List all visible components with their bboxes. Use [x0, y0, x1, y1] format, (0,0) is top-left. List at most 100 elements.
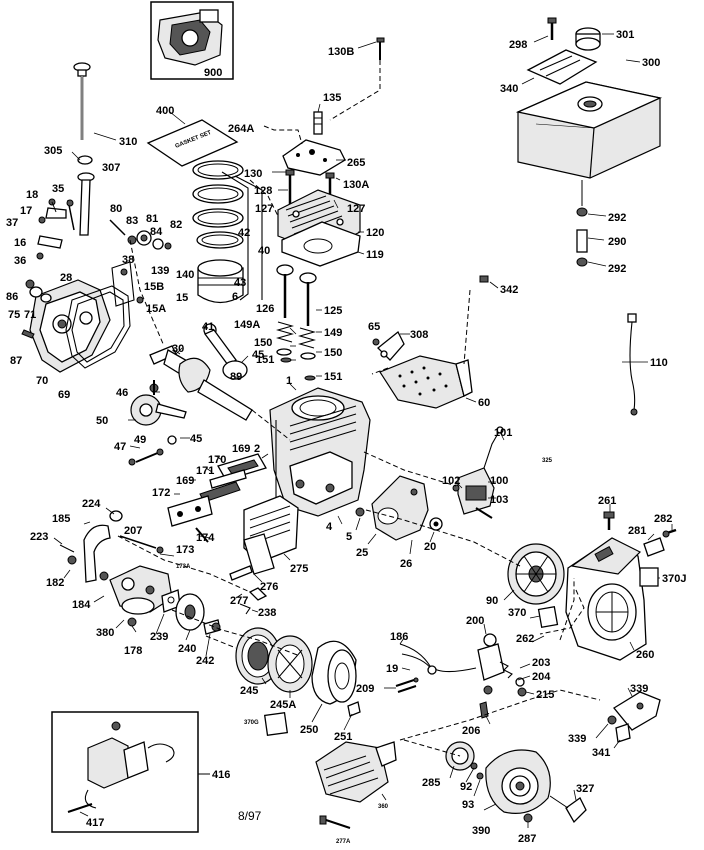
- connecting-rod-45: [203, 323, 248, 380]
- fuel-fitting-281-282: [643, 528, 677, 557]
- assembly-guide-lines: [117, 125, 601, 757]
- label-25: 25: [356, 547, 368, 559]
- label-87: 87: [10, 355, 22, 367]
- label-36: 36: [14, 255, 26, 267]
- governor-linkage: [36, 198, 75, 260]
- bolt-130B: [329, 37, 385, 121]
- label-370J: 370J: [662, 573, 686, 585]
- cylinder-block-1: [269, 387, 371, 517]
- label-92: 92: [460, 781, 472, 793]
- gasket-239-240: [161, 589, 205, 631]
- label-46: 46: [116, 387, 128, 399]
- label-149A: 149A: [234, 319, 260, 331]
- label-204: 204: [532, 671, 551, 683]
- label-35: 35: [52, 183, 64, 195]
- label-209: 209: [356, 683, 374, 695]
- label-40: 40: [258, 245, 270, 257]
- label-292-lower: 292: [608, 263, 626, 275]
- breather-135: [313, 103, 323, 135]
- label-174: 174: [196, 532, 215, 544]
- label-277: 277: [230, 595, 248, 607]
- valve-springs-149-150-151: [275, 321, 317, 381]
- label-41: 41: [202, 321, 214, 333]
- label-16: 16: [14, 237, 26, 249]
- label-240: 240: [178, 643, 196, 655]
- label-100: 100: [490, 475, 508, 487]
- seal-20: [429, 517, 443, 531]
- label-1: 1: [286, 375, 292, 387]
- label-340: 340: [500, 83, 518, 95]
- label-15B: 15B: [144, 281, 164, 293]
- camshaft-gear-50: [130, 380, 187, 426]
- label-285: 285: [422, 777, 440, 789]
- stud-242: [203, 619, 221, 635]
- label-325: 325: [542, 458, 553, 464]
- label-250: 250: [300, 724, 318, 736]
- label-2: 2: [254, 443, 260, 455]
- label-139: 139: [151, 265, 169, 277]
- label-30: 30: [172, 343, 184, 355]
- label-125: 125: [324, 305, 342, 317]
- label-370G: 370G: [244, 720, 259, 726]
- screw-261: [603, 511, 615, 530]
- label-380: 380: [96, 627, 114, 639]
- label-70: 70: [36, 375, 48, 387]
- label-128: 128: [254, 185, 272, 197]
- diagram-date: 8/97: [238, 809, 262, 823]
- piston-43: [197, 259, 244, 304]
- callout-labels: 900 130B 298 301 300 340 135 400 264A 31…: [6, 29, 686, 845]
- label-101: 101: [494, 427, 512, 439]
- label-37: 37: [6, 217, 18, 229]
- control-assembly-200: [477, 633, 505, 719]
- label-170: 170: [208, 454, 226, 466]
- label-245: 245: [240, 685, 258, 697]
- label-264A: 264A: [228, 123, 254, 135]
- label-86: 86: [6, 291, 18, 303]
- label-242: 242: [196, 655, 214, 667]
- label-301: 301: [616, 29, 634, 41]
- label-215: 215: [536, 689, 554, 701]
- label-310: 310: [119, 136, 137, 148]
- label-5: 5: [346, 531, 352, 543]
- label-200: 200: [466, 615, 484, 627]
- label-238: 238: [258, 607, 276, 619]
- decal-370J: [639, 567, 659, 587]
- label-171: 171: [196, 465, 214, 477]
- label-110: 110: [650, 357, 668, 369]
- label-42: 42: [238, 227, 250, 239]
- piston-rings-42: [192, 160, 263, 301]
- label-89: 89: [230, 371, 242, 383]
- label-130A: 130A: [343, 179, 369, 191]
- dipstick-310: [73, 62, 117, 141]
- label-339-upper: 339: [630, 683, 648, 695]
- label-4: 4: [326, 521, 333, 533]
- elbow-185-224: [59, 510, 123, 583]
- label-38: 38: [122, 254, 134, 266]
- filter-cover-250: [311, 640, 361, 717]
- seals-86-75-71: [21, 279, 52, 339]
- label-47: 47: [114, 441, 126, 453]
- label-275: 275: [290, 563, 308, 575]
- label-342: 342: [500, 284, 518, 296]
- label-119: 119: [366, 249, 384, 261]
- label-83: 83: [126, 215, 138, 227]
- label-300: 300: [642, 57, 660, 69]
- label-135: 135: [323, 92, 341, 104]
- label-307: 307: [102, 162, 120, 174]
- intake-parts-169-172: [167, 453, 267, 543]
- label-45-upper: 45: [252, 349, 264, 361]
- screw-298: [547, 17, 557, 40]
- label-28-left: 28: [60, 272, 72, 284]
- label-282: 282: [654, 513, 672, 525]
- label-65: 65: [368, 321, 380, 333]
- label-260: 260: [636, 649, 654, 661]
- carburetor-184: [99, 565, 173, 627]
- label-17: 17: [20, 205, 32, 217]
- fuel-cap-301: [575, 27, 601, 51]
- label-308: 308: [410, 329, 428, 341]
- label-75: 75: [8, 309, 20, 321]
- label-262: 262: [516, 633, 534, 645]
- flywheel-90: [507, 543, 565, 605]
- label-206: 206: [462, 725, 480, 737]
